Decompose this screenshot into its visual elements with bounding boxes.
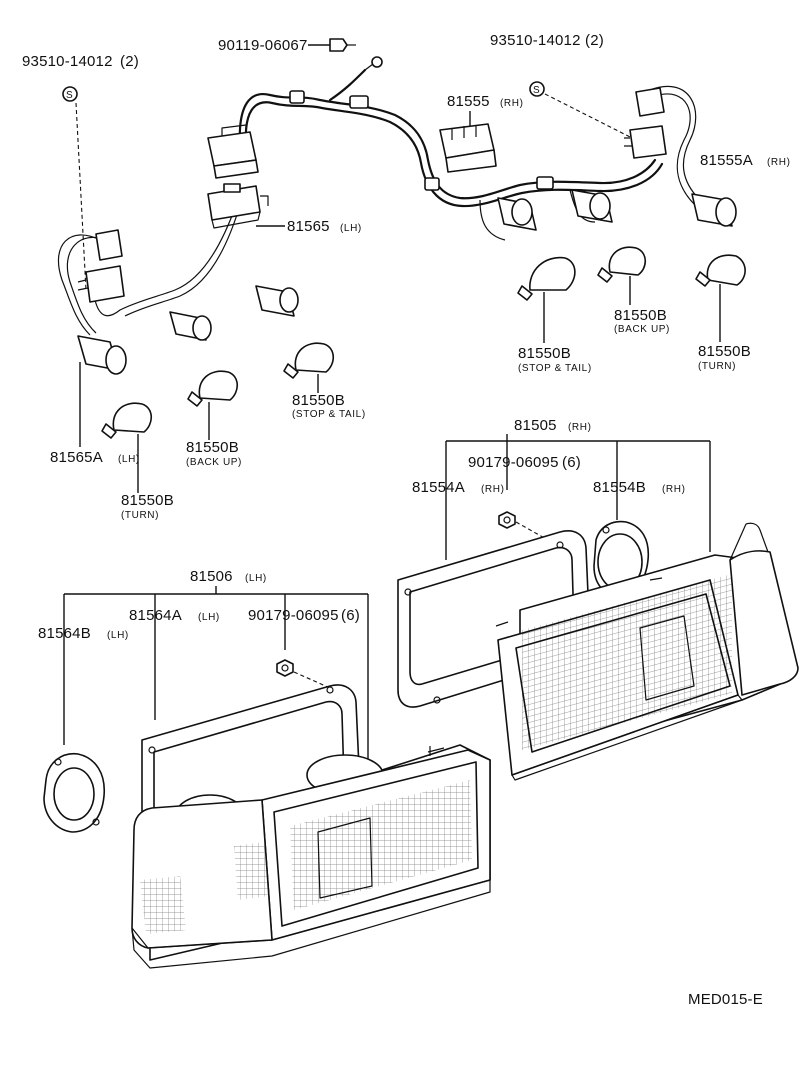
callout-90179-06095-lh: 90179-06095 (6) [248, 607, 360, 624]
callout-93510-14012-left: 93510-14012 (2) [22, 53, 139, 70]
callout-81565: 81565 (LH) [256, 218, 362, 235]
part-note: (6) [562, 454, 581, 471]
part-note: (STOP & TAIL) [292, 409, 366, 420]
part-number: 81555A [700, 152, 753, 169]
connector-81555 [439, 123, 497, 173]
callout-81564B: 81564B (LH) [38, 625, 129, 642]
callout-90119-06067: 90119-06067 [218, 37, 330, 54]
part-number: 81565A [50, 449, 103, 466]
callout-81555A: 81555A (RH) [700, 152, 791, 169]
part-number: 81554B [593, 479, 646, 496]
part-note: (BACK UP) [614, 324, 670, 335]
callout-81565A: 81565A (LH) [50, 362, 140, 466]
part-number: 81505 [514, 417, 557, 434]
part-note: (2) [585, 32, 604, 49]
callout-81550B-stop-tail-lh: 81550B (STOP & TAIL) [292, 392, 366, 420]
callout-93510-14012-right: 93510-14012 (2) [490, 32, 604, 49]
bulb-right-back-up [597, 246, 647, 305]
part-note: (LH) [340, 223, 362, 234]
part-note: (LH) [118, 454, 140, 465]
part-number: 90179-06095 [248, 607, 339, 624]
part-number: 81565 [287, 218, 330, 235]
part-number: 81550B [121, 492, 174, 509]
part-number: 81550B [698, 343, 751, 360]
part-number: 81550B [186, 439, 239, 456]
callout-81506: 81506 (LH) [63, 568, 369, 760]
socket-81565A [77, 335, 127, 375]
part-number: 81550B [292, 392, 345, 409]
nut-90179-06095-rh [498, 511, 549, 541]
nut-90179-06095-lh [276, 659, 331, 689]
s-mark-right: S [529, 81, 637, 141]
tail-lamp-81505-rh [495, 522, 799, 781]
s-mark-left: S [62, 86, 87, 291]
part-number: 93510-14012 [22, 53, 113, 70]
connector-81565-upper [207, 124, 259, 179]
callout-81550B-stop-tail-rh: 81550B (STOP & TAIL) [518, 345, 592, 374]
part-number: 90179-06095 [468, 454, 559, 471]
s-mark-letter: S [533, 85, 540, 96]
part-note: (LH) [198, 612, 220, 623]
callout-81550B-turn-rh: 81550B (TURN) [698, 343, 751, 372]
part-note: (TURN) [121, 510, 159, 521]
part-number: 81564B [38, 625, 91, 642]
callout-81550B-back-up-rh: 81550B (BACK UP) [614, 307, 670, 335]
part-number: 81506 [190, 568, 233, 585]
bulb-left-turn [101, 402, 153, 493]
part-note: (RH) [500, 98, 524, 109]
part-number: 81564A [129, 607, 182, 624]
callout-81550B-back-up-lh: 81550B (BACK UP) [186, 439, 242, 468]
callout-81550B-turn-lh: 81550B (TURN) [121, 492, 174, 521]
part-note: (RH) [568, 422, 592, 433]
callout-81554B: 81554B (RH) [593, 479, 686, 496]
callout-81505: 81505 (RH) [445, 417, 711, 560]
part-number: 81555 [447, 93, 490, 110]
drawing-code: MED015-E [688, 991, 763, 1008]
part-note: (RH) [481, 484, 505, 495]
part-number: 81554A [412, 479, 465, 496]
socket-81555A [691, 193, 737, 227]
part-note: (STOP & TAIL) [518, 363, 592, 374]
part-note: (6) [341, 607, 360, 624]
part-note: (2) [120, 53, 139, 70]
bulb-left-stop-tail [283, 342, 335, 393]
part-number: 81550B [614, 307, 667, 324]
s-mark-letter: S [66, 90, 73, 101]
part-note: (TURN) [698, 361, 736, 372]
socket-left-inner-1 [169, 311, 212, 341]
callout-81555: 81555 (RH) [447, 93, 524, 128]
tail-lamp-81506-lh [131, 744, 491, 969]
callout-90179-06095-rh: 90179-06095 (6) [468, 454, 581, 471]
part-note: (LH) [107, 630, 129, 641]
connector-81565-lower [207, 183, 269, 229]
wiring-harness-81565-81555 [57, 56, 701, 336]
callout-81564A: 81564A (LH) [129, 607, 220, 624]
socket-right-inner-1 [497, 197, 537, 231]
part-number: 81550B [518, 345, 571, 362]
bulb-right-turn [695, 254, 746, 342]
socket-right-inner-2 [571, 189, 613, 223]
callout-81554A: 81554A (RH) [412, 479, 505, 496]
part-number: 93510-14012 [490, 32, 581, 49]
connector-right-small [624, 87, 667, 159]
gasket-81564B [43, 753, 105, 833]
part-note: (LH) [245, 573, 267, 584]
part-number: 90119-06067 [218, 37, 308, 54]
part-note: (RH) [767, 157, 791, 168]
socket-left-inner-2 [255, 285, 299, 317]
connector-left-small [77, 229, 125, 303]
part-note: (BACK UP) [186, 457, 242, 468]
bulb-left-back-up [187, 370, 239, 440]
bolt-90119-06067 [329, 38, 356, 52]
bulb-right-stop-tail [517, 256, 576, 343]
part-note: (RH) [662, 484, 686, 495]
